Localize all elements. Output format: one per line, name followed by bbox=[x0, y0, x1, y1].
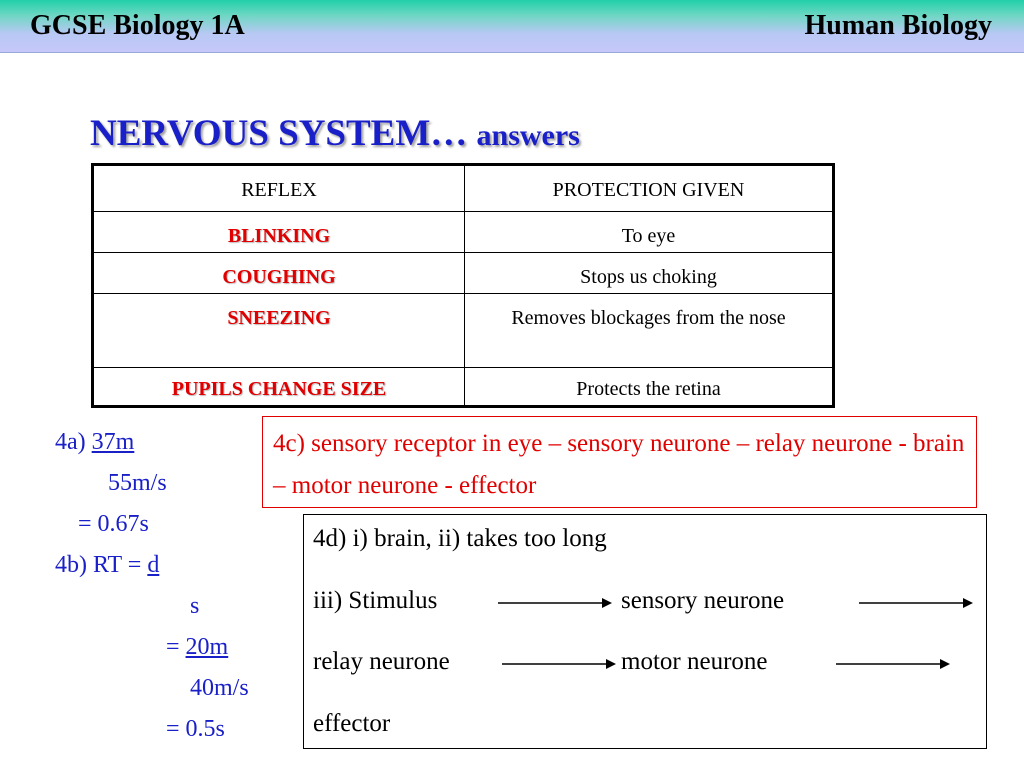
calc-4b-line: 4b) RT = d bbox=[55, 545, 159, 586]
calc-4b-label: 4b) RT = bbox=[55, 552, 142, 578]
answer-4c-box: 4c) sensory receptor in eye – sensory ne… bbox=[262, 416, 977, 508]
reflex-cell: SNEEZING bbox=[92, 293, 465, 368]
reflex-cell: PUPILS CHANGE SIZE bbox=[92, 367, 465, 407]
protection-cell: To eye bbox=[464, 211, 834, 253]
page-title: NERVOUS SYSTEM… answers bbox=[90, 112, 580, 155]
protection-cell: Removes blockages from the nose bbox=[464, 293, 834, 368]
pathway-sensory-neurone: sensory neurone bbox=[621, 587, 785, 614]
protection-cell: Stops us choking bbox=[464, 252, 834, 294]
title-sub: answers bbox=[476, 119, 580, 152]
protection-cell: Protects the retina bbox=[464, 367, 834, 407]
table-row: BLINKING To eye bbox=[92, 211, 834, 253]
answer-4d-box: 4d) i) brain, ii) takes too long iii) St… bbox=[303, 514, 987, 749]
calc-4a-label: 4a) bbox=[55, 429, 86, 455]
arrow-right-icon bbox=[836, 659, 950, 669]
slide-header: GCSE Biology 1A Human Biology bbox=[0, 0, 1024, 53]
column-header-protection: PROTECTION GIVEN bbox=[464, 164, 834, 212]
table-row: PUPILS CHANGE SIZE Protects the retina bbox=[92, 367, 834, 407]
calc-4b-step1-prefix: = bbox=[166, 634, 180, 660]
title-main: NERVOUS SYSTEM… bbox=[90, 113, 468, 154]
reflex-cell: BLINKING bbox=[92, 211, 465, 253]
pathway-relay-neurone: relay neurone bbox=[313, 648, 450, 675]
reflex-table: REFLEX PROTECTION GIVEN BLINKING To eye … bbox=[91, 163, 835, 408]
calc-4b-step1: = 20m bbox=[166, 627, 228, 668]
table-row: SNEEZING Removes blockages from the nose bbox=[92, 293, 834, 368]
column-header-reflex: REFLEX bbox=[92, 164, 465, 212]
pathway-effector: effector bbox=[313, 710, 391, 737]
calc-4a-numerator: 37m bbox=[91, 429, 135, 455]
course-title: GCSE Biology 1A bbox=[30, 10, 245, 41]
pathway-motor-neurone: motor neurone bbox=[621, 648, 768, 675]
calc-4b-denominator: s bbox=[190, 593, 200, 619]
table-row: COUGHING Stops us choking bbox=[92, 252, 834, 294]
calc-4b-step1-numerator: 20m bbox=[185, 634, 229, 660]
answer-4c-text: 4c) sensory receptor in eye – sensory ne… bbox=[273, 430, 965, 499]
calc-4a-result: = 0.67s bbox=[78, 511, 149, 537]
arrow-right-icon bbox=[502, 659, 616, 669]
calc-4a-line: 4a) 37m bbox=[55, 422, 134, 463]
reflex-cell: COUGHING bbox=[92, 252, 465, 294]
calc-4a-denominator: 55m/s bbox=[108, 470, 167, 496]
answer-4d-line1: 4d) i) brain, ii) takes too long bbox=[313, 525, 607, 552]
topic-title: Human Biology bbox=[804, 10, 992, 41]
calc-4b-step1-denominator: 40m/s bbox=[190, 675, 249, 701]
table-header-row: REFLEX PROTECTION GIVEN bbox=[92, 164, 834, 212]
calc-4b-result: = 0.5s bbox=[166, 716, 225, 742]
arrow-right-icon bbox=[498, 598, 612, 608]
arrow-right-icon bbox=[859, 598, 973, 608]
pathway-stimulus: iii) Stimulus bbox=[313, 587, 438, 614]
calc-4b-numerator: d bbox=[147, 552, 160, 578]
